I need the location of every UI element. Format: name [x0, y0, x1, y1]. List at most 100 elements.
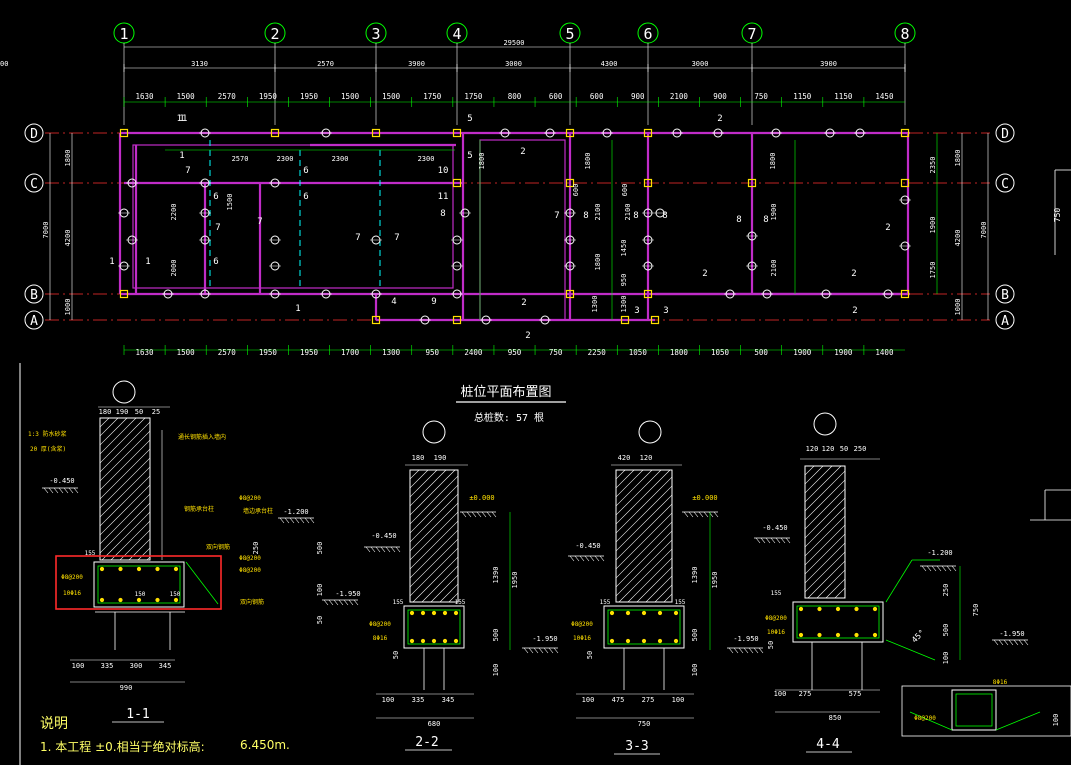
pile-cap-marker	[565, 289, 575, 299]
pile-cap-marker	[643, 289, 653, 299]
hatch-line	[805, 488, 845, 530]
section-2-height: 1390	[492, 567, 500, 584]
hatch-line	[925, 466, 1057, 598]
section-3-rebar-dot	[609, 638, 615, 644]
pile-cap-marker	[900, 128, 910, 138]
hatch-line	[618, 548, 672, 602]
interior-dim-text: 600	[572, 184, 580, 197]
hatch-line	[100, 418, 137, 455]
section-1-footing	[93, 561, 185, 608]
section-3-level: ±0.000	[692, 494, 717, 502]
hatch-line	[898, 466, 1030, 598]
section-4-level-2-grade-hatch	[1023, 639, 1029, 646]
hatch-line	[805, 470, 845, 512]
section-3-rebar-label: Φ8@200	[571, 621, 593, 628]
hatch-line	[871, 466, 1003, 598]
detail-5-rebar-label: Φ8@200	[914, 715, 936, 722]
section-marker-circle	[813, 412, 837, 436]
hatch-line	[727, 470, 859, 602]
interior-dim-text: 1450	[620, 240, 628, 257]
section-4-level-0-grade-hatch	[770, 537, 776, 544]
interior-dim-text: 2100	[770, 260, 778, 277]
section-2-level: ±0.000	[469, 494, 494, 502]
dim-right-inner-text: 2350	[929, 157, 937, 174]
dim-top-2-text: 900	[631, 92, 645, 101]
section-2-level-2-grade-hatch	[548, 647, 554, 654]
section-4-level: -1.200	[927, 549, 952, 557]
section-3-level-2-grade-hatch	[728, 647, 734, 654]
hatch-line	[952, 466, 1071, 598]
section-2-level-2-grade-hatch	[543, 647, 549, 654]
detail-5-dim: 100	[1052, 714, 1060, 727]
hatch-line	[790, 470, 922, 602]
pile-type-label: 2	[521, 298, 526, 308]
hatch-line	[889, 466, 1021, 598]
section-3-width: 750	[638, 720, 651, 728]
section-1-rebar-dot	[173, 566, 179, 572]
hatch-line	[410, 547, 458, 597]
hatch-line	[410, 511, 458, 561]
hatch-line	[457, 601, 458, 602]
hatch-line	[916, 466, 1048, 598]
section-3-misc: 155	[600, 599, 611, 606]
side-dim-text: 750	[1053, 208, 1062, 223]
section-2-rebar-dot	[420, 638, 426, 644]
section-2-height: 500	[492, 629, 500, 642]
section-2-wall	[409, 469, 459, 603]
section-1-height: 250	[252, 542, 260, 555]
section-marker-circle	[422, 420, 446, 444]
section-marker-circle	[112, 380, 136, 404]
section-2-level-1-grade-hatch	[380, 546, 386, 553]
section-3-wall	[615, 469, 922, 603]
section-3-bottom-dim: 100	[672, 696, 685, 704]
pile-type-label: 7	[257, 217, 262, 227]
hatch-outline	[99, 417, 151, 561]
section-2-level: -1.950	[532, 635, 557, 643]
hatch-line	[410, 484, 458, 534]
section-1-level: -1.200	[283, 508, 308, 516]
section-4-label: 4-4	[816, 737, 840, 752]
hatch-line	[219, 418, 361, 560]
section-2-width: 680	[428, 720, 441, 728]
section-4-width: 850	[829, 714, 842, 722]
section-3-level-0-grade-hatch	[703, 511, 709, 518]
section-1-callout: 双向钢筋	[206, 543, 230, 551]
section-1-rebar-dot	[155, 597, 160, 603]
pile-type-label: 8	[440, 209, 445, 219]
axis-row-label-left: D	[30, 127, 38, 142]
section-2-level-0-grade-hatch	[481, 511, 487, 518]
section-1-level-2-grade-hatch	[338, 599, 344, 606]
interior-dim-text: 2300	[332, 155, 349, 163]
pile-cap-marker	[565, 128, 575, 138]
section-2-rebar-label: Φ8@200	[369, 621, 391, 628]
axis-row-label-right: A	[1001, 314, 1009, 329]
hatch-line	[410, 475, 458, 525]
dim-top-2-text: 1500	[341, 92, 360, 101]
interior-dim-text: 1300	[620, 296, 628, 313]
section-4-level-1-grade-hatch	[946, 565, 952, 572]
hatch-line	[410, 529, 458, 579]
section-1-level-2-grade-hatch	[328, 599, 334, 606]
dim-right-text: 4200	[954, 230, 962, 247]
dim-bottom-text: 1900	[834, 348, 853, 357]
section-3-label: 3-3	[625, 739, 648, 754]
detail-5-haunch	[909, 711, 953, 731]
axis-bubble-label: 5	[565, 25, 574, 43]
section-4-level-1-grade-hatch	[931, 565, 937, 572]
axis-bubble-right	[995, 173, 1015, 193]
detail-5-cage	[955, 693, 993, 727]
dim-bottom-text: 950	[426, 348, 440, 357]
section-1-callout: 20 厚(含浆)	[30, 445, 66, 453]
hatch-line	[100, 457, 150, 509]
section-1-bottom-dim: 335	[101, 662, 114, 670]
hatch-line	[805, 497, 845, 539]
dim-right-total-text: 7000	[980, 222, 988, 239]
pile-type-label: 8	[736, 215, 741, 225]
section-4-rebar-dot	[835, 606, 841, 612]
section-1-callout: 钢筋承台柱	[184, 505, 214, 513]
hatch-line	[100, 418, 128, 446]
section-4-level-2-grade-hatch	[1018, 639, 1024, 646]
hatch-line	[805, 542, 845, 584]
section-1-level-1-grade-hatch	[299, 517, 305, 524]
section-2-level-0-grade-hatch	[486, 511, 492, 518]
